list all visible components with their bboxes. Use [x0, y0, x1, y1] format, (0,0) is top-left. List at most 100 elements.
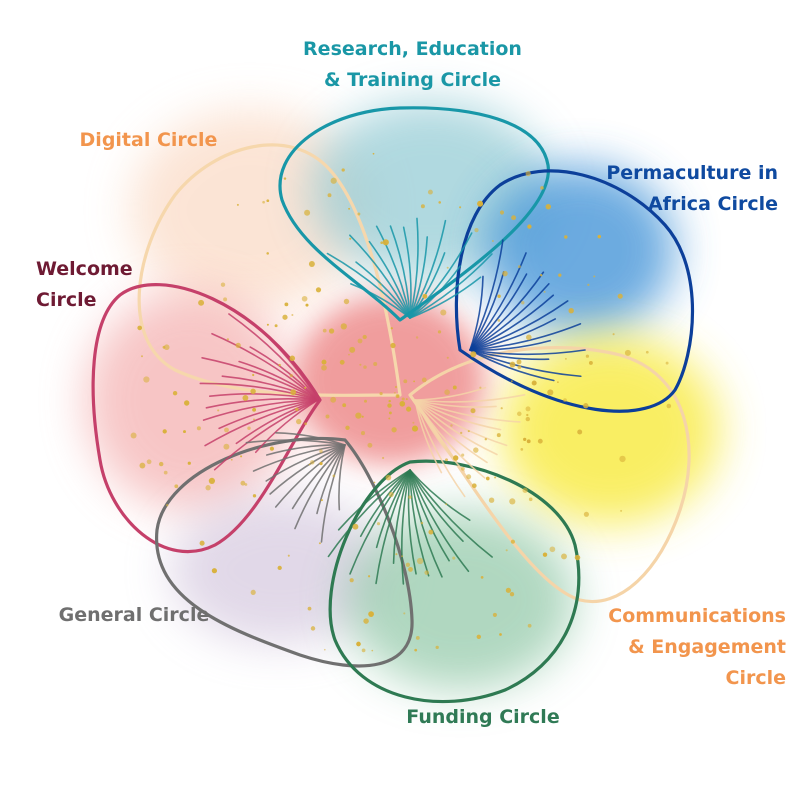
ray-line-comms	[414, 399, 521, 423]
gold-speck	[163, 344, 170, 351]
gold-speck	[250, 589, 256, 595]
gold-speck	[321, 364, 327, 371]
label-funding-circle: Funding Circle	[406, 706, 560, 728]
gold-speck	[588, 360, 593, 365]
gold-speck	[330, 396, 337, 403]
ray-line-welcome	[228, 313, 319, 401]
gold-speck	[287, 554, 290, 557]
gold-speck	[460, 431, 463, 435]
gold-speck	[408, 495, 412, 499]
gold-speck	[403, 379, 408, 384]
ray-line-comms	[414, 399, 466, 498]
gold-speck	[363, 365, 367, 369]
gold-speck	[139, 462, 146, 469]
gold-speck	[424, 570, 429, 575]
gold-speck	[485, 476, 490, 481]
gold-speck	[247, 426, 251, 430]
gold-speck	[143, 376, 150, 383]
gold-speck	[266, 252, 269, 255]
gold-speck	[130, 432, 137, 439]
gold-speck	[266, 199, 270, 203]
gold-speck	[184, 400, 190, 406]
gold-speck	[328, 328, 335, 334]
gold-speck	[474, 228, 479, 233]
ray-line-research	[409, 217, 419, 319]
ray-line-general	[265, 444, 346, 456]
gold-speck	[362, 334, 367, 340]
ray-line-funding	[409, 469, 430, 577]
ray-line-funding	[375, 469, 411, 549]
gold-speck	[526, 439, 531, 444]
gold-speck	[352, 523, 359, 530]
gold-speck	[274, 324, 278, 328]
gold-speck	[517, 411, 522, 417]
ray-line-perma	[469, 349, 582, 378]
gold-speck	[357, 212, 361, 216]
ray-line-funding	[407, 469, 417, 575]
gold-speck	[240, 480, 246, 486]
gold-speck	[414, 648, 418, 652]
gold-speck	[619, 455, 626, 463]
gold-speck	[583, 403, 589, 409]
gold-speck	[492, 240, 494, 242]
ray-line-research	[409, 265, 461, 319]
gold-speck	[199, 540, 205, 546]
gold-speck	[542, 552, 548, 557]
gold-speck	[394, 385, 398, 389]
gold-speck	[242, 394, 249, 401]
ray-line-welcome	[201, 357, 319, 401]
gold-speck	[557, 381, 559, 383]
gold-speck	[395, 394, 400, 399]
ray-line-comms	[414, 393, 526, 403]
gold-speck	[517, 265, 521, 269]
gold-speck	[563, 398, 567, 402]
gold-speck	[253, 418, 255, 421]
ray-line-research	[375, 225, 411, 319]
gold-speck	[564, 235, 568, 239]
gold-speck	[364, 399, 367, 403]
gold-speck	[517, 365, 522, 369]
gold-speck	[277, 565, 282, 571]
gold-speck	[525, 416, 530, 422]
gold-speck	[470, 408, 476, 414]
label-digital-circle: Digital Circle	[79, 129, 218, 151]
gold-speck	[401, 555, 404, 558]
gold-speck	[545, 203, 552, 210]
gold-speck	[230, 458, 233, 461]
gold-speck	[593, 275, 596, 278]
ray-line-perma	[469, 271, 505, 351]
gold-speck	[528, 497, 533, 502]
gold-speck	[187, 461, 191, 465]
gold-speck	[205, 485, 211, 491]
gold-speck	[380, 241, 384, 245]
gold-speck	[568, 308, 574, 314]
gold-speck	[531, 380, 537, 386]
gold-speck	[348, 353, 350, 356]
gold-speck	[349, 346, 356, 353]
ray-line-funding	[409, 469, 450, 562]
gold-speck	[549, 546, 556, 553]
gold-speck	[320, 499, 323, 502]
gold-speck	[308, 463, 311, 466]
petal-funding	[328, 459, 581, 704]
label-research-circle: Research, Education & Training Circle	[303, 38, 522, 91]
gold-speck	[526, 413, 529, 417]
gold-speck	[511, 215, 517, 221]
gold-speck	[220, 282, 226, 287]
gold-speck	[332, 474, 336, 478]
gold-speck	[435, 645, 439, 650]
ray-line-general	[291, 444, 346, 510]
gold-speck	[295, 407, 299, 412]
gold-speck	[484, 438, 487, 441]
gold-speck	[322, 328, 327, 333]
ray-line-funding	[409, 469, 493, 558]
ray-line-perma	[469, 349, 550, 361]
label-welcome-circle: Welcome Circle	[36, 258, 133, 311]
gold-speck	[620, 509, 623, 512]
gold-speck	[612, 333, 615, 336]
ray-line-funding	[401, 469, 411, 585]
gold-speck	[452, 556, 456, 560]
gold-speck	[166, 504, 169, 507]
gold-speck	[172, 391, 178, 396]
